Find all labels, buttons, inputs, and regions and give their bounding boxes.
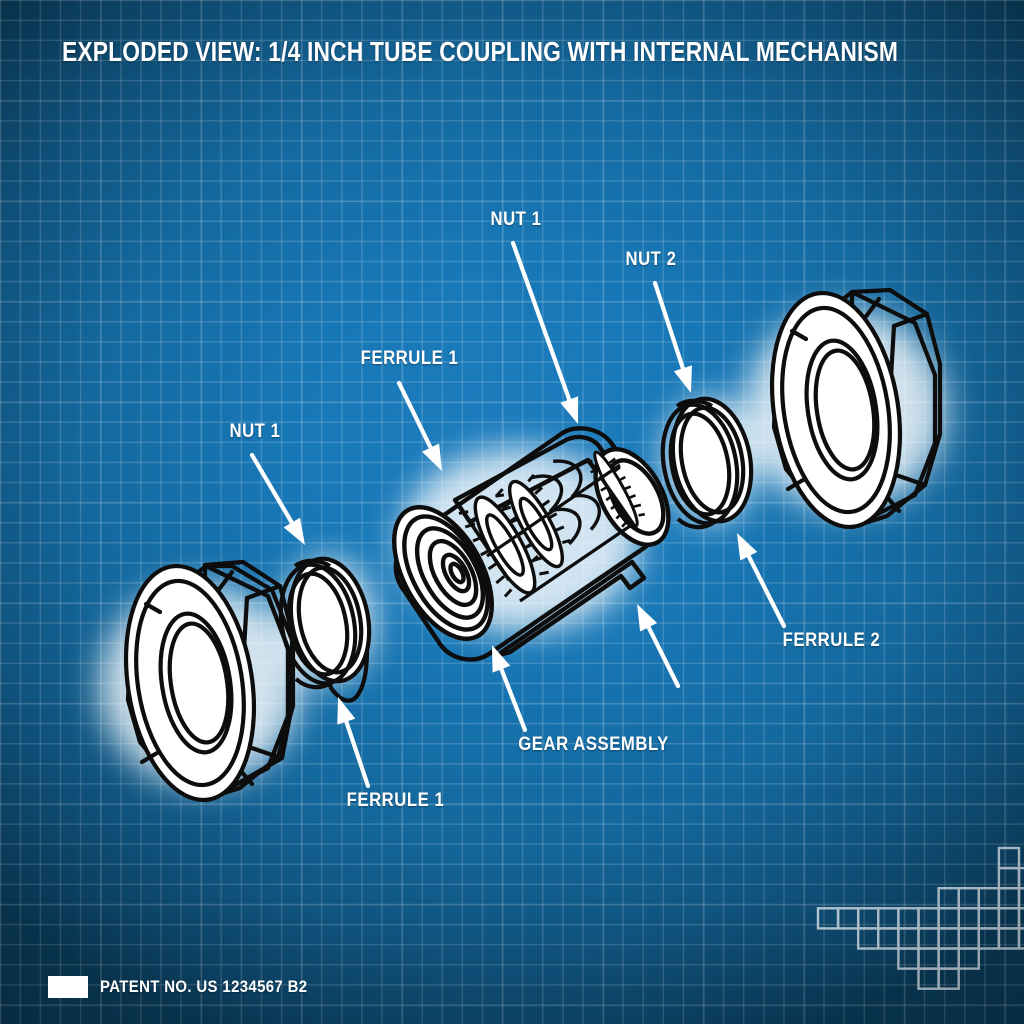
pixel-pattern-cell: [1017, 907, 1024, 930]
footer-bar: PATENT NO. US 1234567 B2: [48, 976, 336, 998]
part-ferrule-1: [278, 556, 372, 703]
arrow-nut-2-top-shaft: [652, 280, 686, 371]
patent-number-text: PATENT NO. US 1234567 B2: [100, 977, 308, 996]
pixel-pattern-cell: [1017, 927, 1024, 950]
legend-swatch-icon: [48, 976, 88, 998]
arrow-ferrule-1-bot-shaft: [344, 719, 371, 789]
pixel-pattern-cell: [957, 947, 981, 970]
callout-label-ferrule-1-bottom: FERRULE 1: [346, 790, 445, 811]
callout-label-nut-1-top: NUT 1: [490, 209, 542, 230]
internal-gear-detail: [458, 448, 646, 603]
arrow-nut-1-left-head: [283, 517, 305, 545]
part-ferrule-2: [660, 396, 754, 530]
pixel-pattern-cell: [937, 967, 960, 990]
arrow-ferrule-2-head: [737, 533, 758, 561]
arrow-gear-assembly-shaft: [499, 667, 528, 733]
arrow-ferrule-2-shaft: [746, 554, 787, 629]
callout-label-gear-assembly: GEAR ASSEMBLY: [518, 734, 669, 755]
page-title: EXPLODED VIEW: 1/4 INCH TUBE COUPLING WI…: [62, 36, 899, 67]
pixel-pattern-cell: [1017, 887, 1024, 910]
arrow-nut-1-top-shaft: [510, 240, 572, 402]
pixel-pattern-cell: [1017, 866, 1024, 890]
arrow-ferrule-1-top-shaft: [396, 380, 433, 450]
callout-label-ferrule-2: FERRULE 2: [782, 630, 881, 651]
part-nut-2: [769, 287, 943, 530]
callout-label-nut-2-top: NUT 2: [625, 249, 677, 270]
leader-arrow-group: [249, 240, 787, 789]
callout-label-nut-1-left: NUT 1: [229, 421, 281, 442]
arrow-gear-body-head: [637, 604, 658, 632]
arrow-ferrule-1-top-head: [422, 443, 442, 471]
arrow-nut-2-top-head: [673, 365, 692, 393]
arrow-gear-assembly-head: [492, 645, 511, 673]
callout-label-ferrule-1-top: FERRULE 1: [360, 348, 459, 369]
part-nut-1: [123, 559, 296, 803]
arrow-nut-1-top-head: [560, 396, 579, 424]
arrow-gear-body-shaft: [646, 625, 681, 689]
arrow-ferrule-1-bot-head: [337, 697, 356, 725]
part-gear-assembly-body: [391, 426, 671, 662]
arrow-nut-1-left-shaft: [249, 452, 294, 525]
